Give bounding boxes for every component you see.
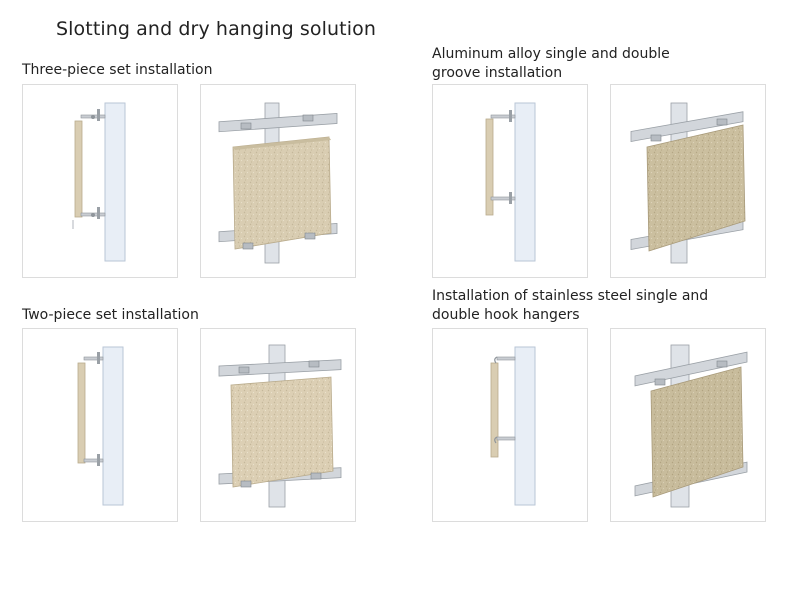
bottom-bracket <box>80 207 106 219</box>
section-label-line: groove installation <box>432 65 563 81</box>
stone-slab-edge <box>490 362 499 458</box>
stone-slab <box>650 366 744 498</box>
three-piece-3d-view-panel <box>200 84 356 278</box>
stone-slab-edge <box>77 362 86 464</box>
section-label-three-piece: Three-piece set installation <box>22 62 213 78</box>
stone-slab <box>232 136 332 250</box>
aluminum-groove-side-view-panel <box>432 84 588 278</box>
stainless-hook-3d-view-panel <box>610 328 766 522</box>
hanger-clips <box>238 360 322 488</box>
section-label-stainless-hook: Installation of stainless steel single a… <box>432 287 708 325</box>
three-piece-side-view-diagram <box>72 102 126 262</box>
support-column <box>514 346 536 506</box>
section-label-line: Aluminum alloy single and double <box>432 46 670 62</box>
top-hook-hanger <box>494 356 516 364</box>
section-label-two-piece: Two-piece set installation <box>22 307 199 323</box>
bottom-hook-hanger <box>494 436 516 444</box>
stone-slab <box>230 376 334 488</box>
three-piece-side-view-panel <box>22 84 178 278</box>
bottom-groove-bracket <box>490 192 516 204</box>
support-column <box>102 346 124 506</box>
top-horizontal-rail <box>634 351 748 387</box>
page-title: Slotting and dry hanging solution <box>56 18 376 40</box>
top-bracket <box>80 109 106 121</box>
top-groove-bracket <box>490 110 516 122</box>
top-horizontal-rail <box>630 111 744 142</box>
hook-hangers <box>654 360 728 386</box>
stone-slab-edge <box>485 118 494 216</box>
two-piece-3d-view-diagram <box>218 344 342 508</box>
three-piece-3d-view-diagram <box>218 102 338 264</box>
two-piece-side-view-diagram <box>77 346 124 506</box>
section-label-aluminum-groove: Aluminum alloy single and double groove … <box>432 45 670 83</box>
section-label-line: Installation of stainless steel single a… <box>432 288 709 304</box>
stainless-hook-side-view-diagram <box>490 346 536 506</box>
bottom-hanger-clips <box>242 232 316 250</box>
support-column <box>104 102 126 262</box>
aluminum-groove-side-view-diagram <box>485 102 536 262</box>
top-bracket <box>83 352 104 364</box>
stainless-hook-side-view-panel <box>432 328 588 522</box>
aluminum-groove-3d-view-diagram <box>630 102 746 264</box>
support-column <box>514 102 536 262</box>
two-piece-side-view-panel <box>22 328 178 522</box>
stone-slab-edge <box>74 120 83 218</box>
bottom-bracket <box>83 454 104 466</box>
groove-clips <box>650 118 728 142</box>
stone-slab <box>646 124 746 252</box>
aluminum-groove-3d-view-panel <box>610 84 766 278</box>
section-label-line: double hook hangers <box>432 307 580 323</box>
two-piece-3d-view-panel <box>200 328 356 522</box>
stainless-hook-3d-view-diagram <box>634 344 748 508</box>
top-hanger-clips <box>240 114 314 130</box>
stone-slab-top-edge <box>233 137 331 150</box>
